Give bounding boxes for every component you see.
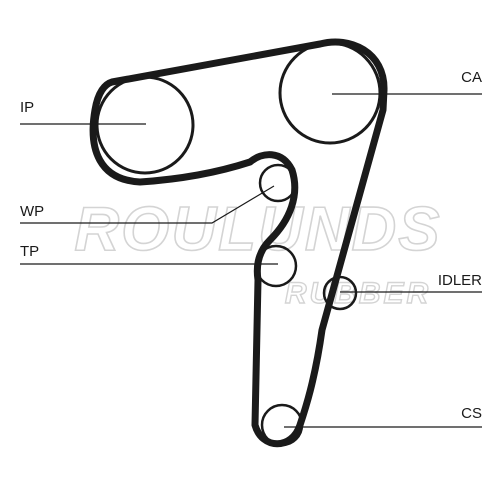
ip-pulley [95, 75, 195, 175]
cs-label: CS [461, 405, 482, 422]
wp-leader [20, 185, 275, 224]
idler-label: IDLER [438, 272, 482, 289]
tp-pulley [254, 244, 298, 288]
tp-label: TP [20, 243, 39, 260]
wp-pulley [258, 163, 298, 203]
idler-pulley [322, 275, 358, 311]
ca-label: CA [461, 69, 482, 86]
wp-label: WP [20, 203, 44, 220]
watermark-brand: ROULUNDS [74, 195, 441, 264]
ip-label: IP [20, 99, 34, 116]
cs-pulley [260, 403, 304, 447]
watermark-sub: RUBBER [285, 277, 431, 310]
ca-pulley [278, 41, 382, 145]
timing-belt [89, 38, 388, 448]
